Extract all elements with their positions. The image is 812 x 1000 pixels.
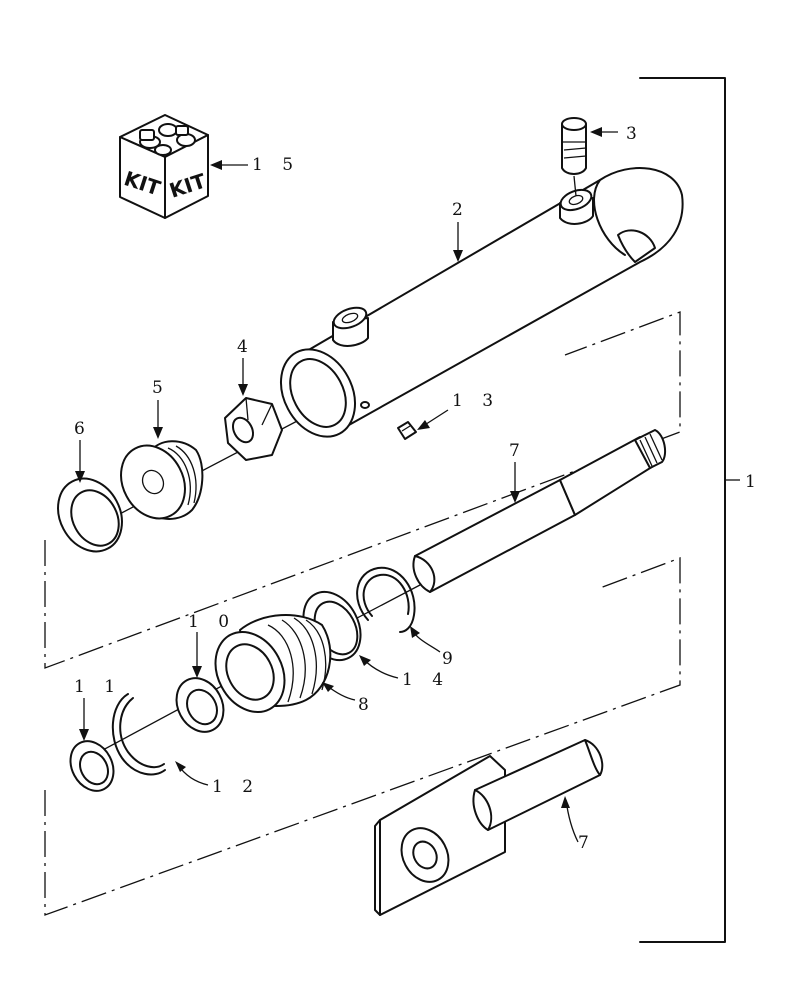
seal-11: [69, 740, 115, 792]
rod-seal-6: [57, 477, 123, 553]
callout-9: 9: [442, 649, 460, 669]
callout-2: 2: [452, 200, 470, 220]
callout-14: 1 4: [402, 670, 450, 690]
callout-7-lower: 7: [578, 833, 596, 853]
callout-13: 1 3: [452, 391, 500, 411]
piston-rod: [412, 429, 667, 593]
fitting: [561, 117, 587, 197]
callout-10: 1 0: [188, 612, 236, 632]
piston: [120, 440, 204, 520]
callout-6: 6: [74, 419, 92, 439]
callout-15: 1 5: [252, 155, 300, 175]
callout-1: 1: [745, 472, 763, 492]
rod-clevis: [374, 739, 604, 916]
callout-12: 1 2: [212, 777, 260, 797]
callout-7-upper: 7: [509, 441, 527, 461]
bleed-screw: [397, 421, 417, 440]
cylinder-barrel: [280, 167, 684, 438]
callout-5: 5: [152, 378, 170, 398]
hex-nut: [224, 397, 283, 461]
wiper-10: [175, 677, 225, 733]
callout-3: 3: [626, 124, 644, 144]
kit-box: KIT KIT: [119, 114, 209, 219]
callout-labels: 1 2 3 4 5 6 7 7 8 9 1 0 1 1 1 2 1 3 1 4 …: [74, 124, 763, 853]
reference-lines: [44, 311, 681, 916]
callout-11: 1 1: [74, 677, 122, 697]
callout-8: 8: [358, 695, 376, 715]
kit-fittings: [139, 123, 196, 156]
retaining-ring-12: [111, 693, 166, 776]
snap-ring-9: [356, 566, 416, 633]
gland-8: [214, 614, 332, 714]
leader-lines: [75, 127, 618, 843]
callout-4: 4: [237, 337, 255, 357]
assembly-bracket: [639, 77, 740, 943]
